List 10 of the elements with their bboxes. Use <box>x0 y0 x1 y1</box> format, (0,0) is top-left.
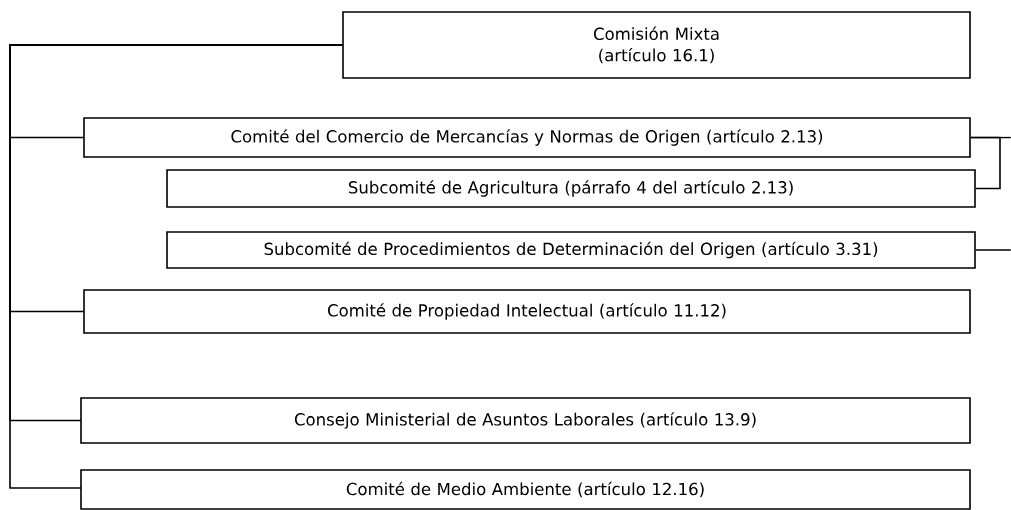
organ-box: Comité del Comercio de Mercancías y Normas de Origen (artículo 2.13) <box>83 117 971 158</box>
connector-line <box>975 249 1011 251</box>
organ-box: Comité de Medio Ambiente (artículo 12.16) <box>80 469 971 510</box>
organ-box: Subcomité de Procedimientos de Determinación del Origen (artículo 3.31) <box>166 231 976 269</box>
organ-box: Comité de Propiedad Intelectual (artículo 11.12) <box>83 289 971 334</box>
organ-box: Subcomité de Agricultura (párrafo 4 del artículo 2.13) <box>166 169 976 208</box>
connector-line <box>970 136 1011 139</box>
organ-box: Consejo Ministerial de Asuntos Laborales (artículo 13.9) <box>80 397 971 444</box>
connector-line <box>9 44 343 489</box>
organ-box: Comisión Mixta (artículo 16.1) <box>342 11 971 79</box>
